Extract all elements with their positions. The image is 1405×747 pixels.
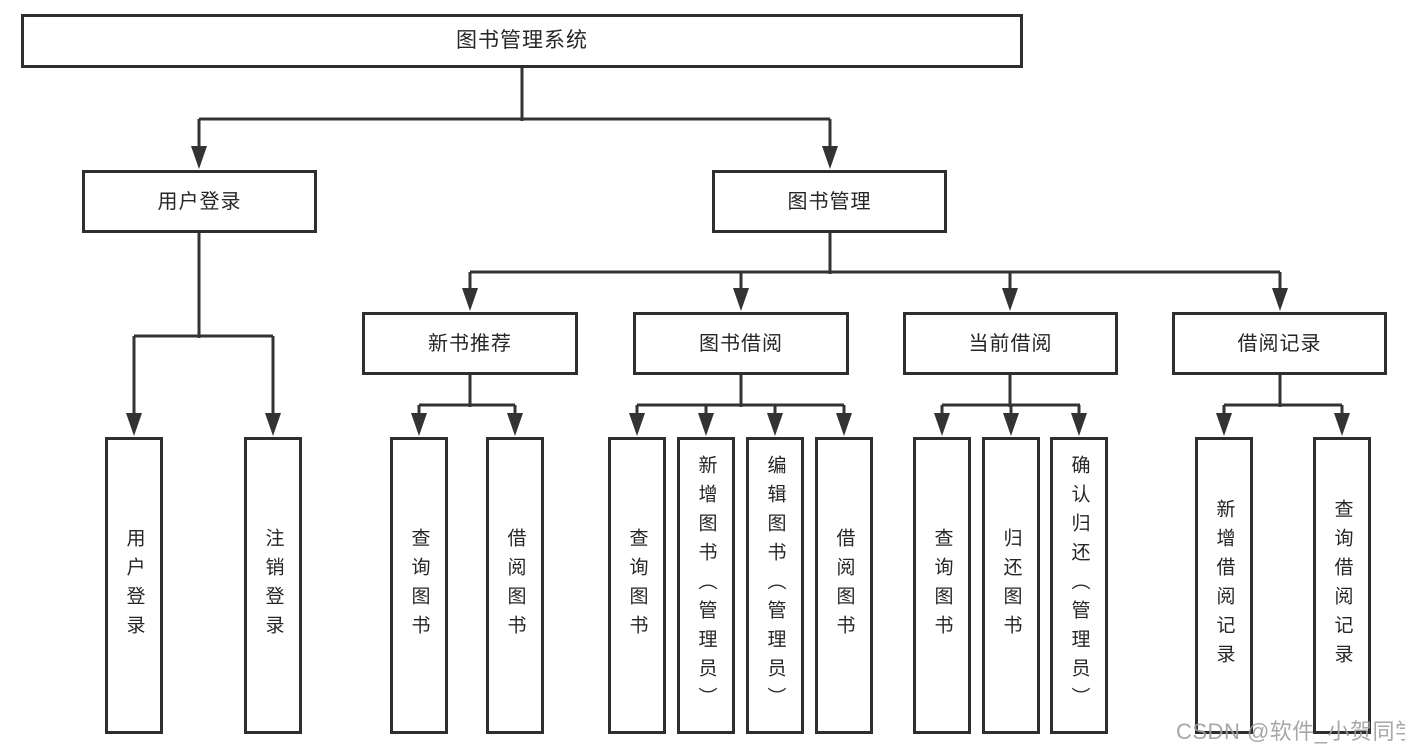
leaf-label: 新增图书（管理员）	[695, 455, 717, 716]
leaf-query-books-borrow: 查询图书	[608, 437, 666, 734]
leaf-label: 归还图书	[1000, 527, 1022, 644]
node-library-management-system: 图书管理系统	[21, 14, 1023, 68]
leaf-query-books-recommend: 查询图书	[390, 437, 448, 734]
leaf-label: 查询图书	[408, 527, 430, 644]
leaf-confirm-return-admin: 确认归还（管理员）	[1050, 437, 1108, 734]
leaf-return-books: 归还图书	[982, 437, 1040, 734]
leaf-label: 查询借阅记录	[1331, 498, 1353, 673]
leaf-edit-books-admin: 编辑图书（管理员）	[746, 437, 804, 734]
node-book-management: 图书管理	[712, 170, 947, 233]
leaf-label: 注销登录	[262, 527, 284, 644]
leaf-label: 新增借阅记录	[1213, 498, 1235, 673]
leaf-add-borrow-record: 新增借阅记录	[1195, 437, 1253, 734]
node-new-book-recommendation: 新书推荐	[362, 312, 578, 375]
leaf-label: 用户登录	[123, 527, 145, 644]
node-book-borrowing: 图书借阅	[633, 312, 849, 375]
leaf-label: 借阅图书	[833, 527, 855, 644]
leaf-label: 确认归还（管理员）	[1068, 455, 1090, 716]
leaf-user-login: 用户登录	[105, 437, 163, 734]
leaf-borrow-books: 借阅图书	[815, 437, 873, 734]
node-borrowing-records: 借阅记录	[1172, 312, 1387, 375]
node-user-login: 用户登录	[82, 170, 317, 233]
leaf-label: 编辑图书（管理员）	[764, 455, 786, 716]
leaf-borrow-books-recommend: 借阅图书	[486, 437, 544, 734]
leaf-label: 借阅图书	[504, 527, 526, 644]
leaf-label: 查询图书	[931, 527, 953, 644]
leaf-add-books-admin: 新增图书（管理员）	[677, 437, 735, 734]
csdn-watermark: CSDN @软件_小贺同学	[1176, 719, 1405, 744]
leaf-label: 查询图书	[626, 527, 648, 644]
leaf-query-borrow-record: 查询借阅记录	[1313, 437, 1371, 734]
node-current-borrowing: 当前借阅	[903, 312, 1118, 375]
leaf-query-books-current: 查询图书	[913, 437, 971, 734]
leaf-logout: 注销登录	[244, 437, 302, 734]
